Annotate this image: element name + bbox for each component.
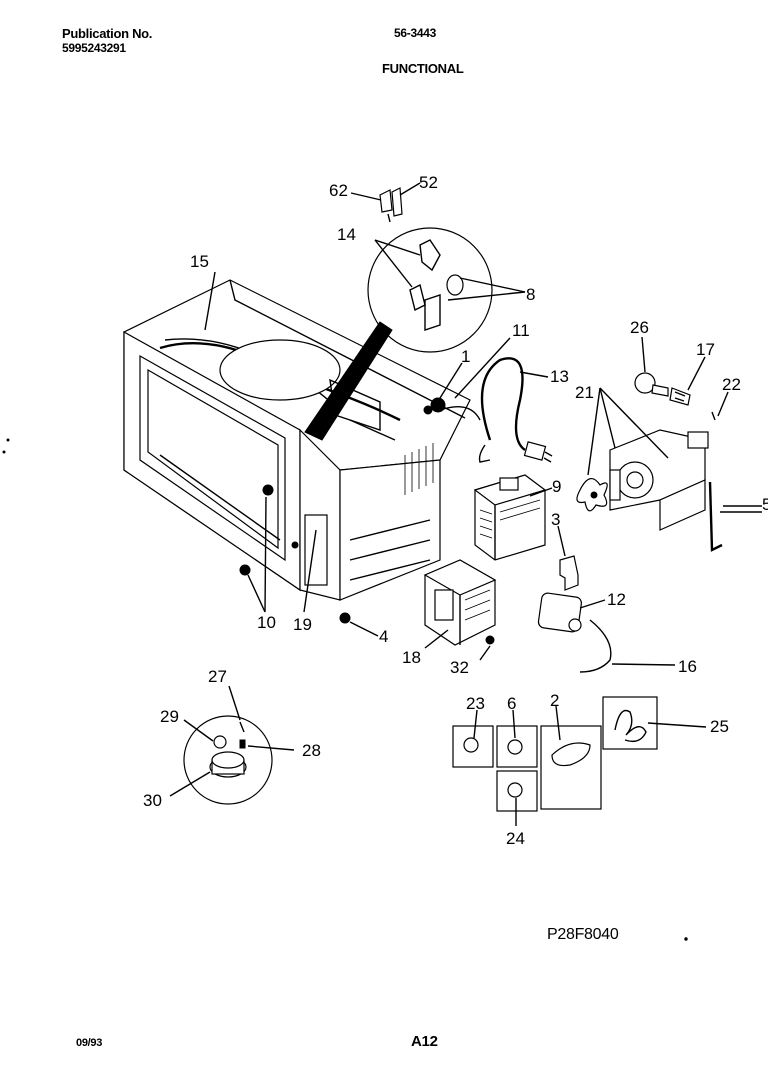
- cabinet-vent: [404, 443, 434, 495]
- publication-number: 5995243291: [62, 41, 126, 55]
- plate-code: P28F8040: [547, 926, 619, 943]
- callout-9: 9: [552, 477, 561, 496]
- callout-5-partial: 5: [762, 495, 768, 514]
- scan-speckle: [2, 438, 688, 941]
- high-voltage-transformer: [239, 559, 497, 646]
- callout-62: 62: [329, 181, 348, 200]
- callout-26: 26: [630, 318, 649, 337]
- callout-28: 28: [302, 741, 321, 760]
- publication-label: Publication No.: [62, 26, 153, 41]
- callout-8: 8: [526, 285, 535, 304]
- callout-18: 18: [402, 648, 421, 667]
- power-cord: [439, 357, 553, 463]
- callout-17: 17: [696, 340, 715, 359]
- callout-29: 29: [160, 707, 179, 726]
- callout-labels: 62 52 14 8 15 11 1 13 26 17 21 22 9 3 12…: [143, 173, 768, 848]
- callout-27: 27: [208, 667, 227, 686]
- callout-25: 25: [710, 717, 729, 736]
- callout-1: 1: [461, 347, 470, 366]
- callout-12: 12: [607, 590, 626, 609]
- callout-10: 10: [257, 613, 276, 632]
- magnetron: [473, 474, 547, 561]
- callout-52: 52: [419, 173, 438, 192]
- callout-32: 32: [450, 658, 469, 677]
- model-number: 56-3443: [394, 26, 436, 40]
- interlock-switch-detail: [304, 227, 526, 441]
- callout-24: 24: [506, 829, 525, 848]
- callout-3: 3: [551, 510, 560, 529]
- callout-leaders: [169, 182, 729, 826]
- section-title: FUNCTIONAL: [382, 61, 464, 76]
- print-date: 09/93: [76, 1037, 103, 1049]
- callout-21: 21: [575, 383, 594, 402]
- callout-6: 6: [507, 694, 516, 713]
- callout-22: 22: [722, 375, 741, 394]
- switch-lever-parts: [379, 187, 403, 223]
- callout-11: 11: [512, 321, 530, 340]
- callout-23: 23: [466, 694, 485, 713]
- callout-13: 13: [550, 367, 569, 386]
- thermostat-detail: [183, 715, 273, 805]
- oven-cabinet: [123, 279, 471, 601]
- callout-15: 15: [190, 252, 209, 271]
- callout-2: 2: [550, 691, 559, 710]
- callout-19: 19: [293, 615, 312, 634]
- callout-16: 16: [678, 657, 697, 676]
- small-parts-boxes: [452, 696, 658, 812]
- callout-14: 14: [337, 225, 356, 244]
- fan-motor-assembly: [576, 372, 762, 552]
- page-number: A12: [411, 1033, 438, 1050]
- callout-30: 30: [143, 791, 162, 810]
- callout-4: 4: [379, 627, 388, 646]
- capacitor-bracket: [537, 555, 612, 673]
